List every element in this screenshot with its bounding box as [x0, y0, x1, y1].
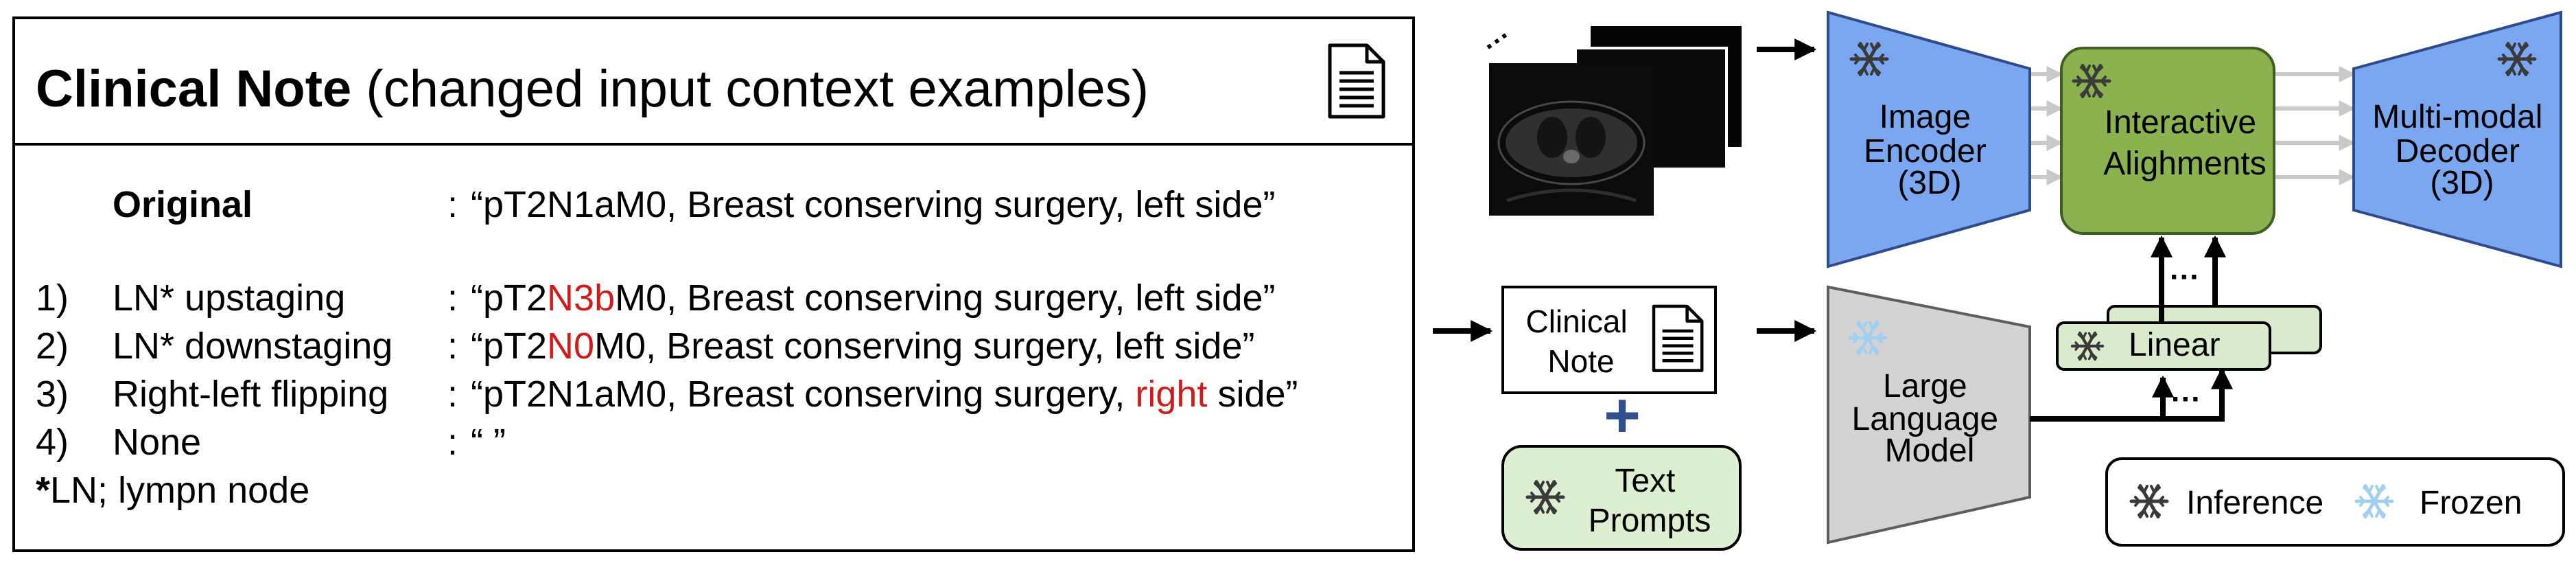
- document-icon: [1330, 45, 1383, 117]
- example-colon: :: [447, 325, 458, 367]
- multimodal-decoder-block: Multi-modal Decoder (3D): [2352, 10, 2562, 268]
- panel-title: Clinical Note (changed input context exa…: [36, 60, 1149, 118]
- example-row-2: 2) LN* downstaging : “pT2N0M0, Breast co…: [36, 325, 1254, 367]
- llm-to-linear-connectors: ···: [2030, 367, 2233, 422]
- example-row-4: 4) None : “ ”: [36, 422, 506, 463]
- example-value: “pT2N1aM0, Breast conserving surgery, ri…: [471, 374, 1298, 415]
- original-label: Original: [113, 184, 253, 225]
- llm-block: Large Language Model: [1827, 285, 2031, 545]
- connector-ellipsis: ···: [2171, 382, 2201, 416]
- stack-ellipsis: ···: [1478, 21, 1518, 61]
- linear-block-stack: Linear: [2056, 305, 2322, 371]
- example-value: “ ”: [471, 422, 506, 463]
- highlight-text: N0: [547, 325, 594, 367]
- text-prompts-label: Text Prompts: [1589, 463, 1711, 539]
- legend-inference-label: Inference: [2186, 485, 2323, 521]
- connector-ellipsis: ···: [2170, 260, 2200, 294]
- linear-to-interactive-connectors: ···: [2151, 235, 2226, 323]
- image-encoder-label: Image Encoder (3D): [1864, 99, 1995, 201]
- example-label: LN* downstaging: [113, 325, 393, 367]
- example-colon: :: [447, 422, 458, 463]
- highlight-text: N3b: [547, 277, 615, 319]
- document-icon: [1654, 306, 1702, 371]
- example-label: None: [113, 422, 201, 463]
- decoder-label: Multi-modal Decoder (3D): [2372, 99, 2551, 201]
- example-colon: :: [447, 374, 458, 415]
- clinical-note-panel: Clinical Note (changed input context exa…: [12, 16, 1415, 552]
- legend: Inference Frozen: [2105, 457, 2565, 547]
- legend-frozen-label: Frozen: [2420, 485, 2522, 521]
- example-number: 2): [36, 325, 69, 367]
- example-number: 1): [36, 277, 69, 319]
- original-value: “pT2N1aM0, Breast conserving surgery, le…: [471, 184, 1275, 225]
- example-label: Right-left flipping: [113, 374, 388, 415]
- example-row-1: 1) LN* upstaging : “pT2N3bM0, Breast con…: [36, 277, 1276, 319]
- example-number: 4): [36, 422, 69, 463]
- example-value: “pT2N0M0, Breast conserving surgery, lef…: [471, 325, 1254, 367]
- example-value: “pT2N3bM0, Breast conserving surgery, le…: [471, 277, 1276, 319]
- clinical-note-box-label: Clinical Note: [1525, 304, 1636, 379]
- text-prompts-box: Text Prompts: [1501, 445, 1742, 551]
- plus-sign: +: [1604, 380, 1641, 450]
- clinical-note-box: Clinical Note: [1501, 286, 1717, 394]
- highlight-text: right: [1135, 374, 1207, 415]
- interactive-alignments-block: Interactive Alighments: [2060, 47, 2275, 235]
- linear-label: Linear: [2129, 327, 2220, 363]
- llm-label: Large Language Model: [1852, 368, 2008, 469]
- example-row-3: 3) Right-left flipping : “pT2N1aM0, Brea…: [36, 374, 1298, 415]
- feature-connectors: [2030, 66, 2356, 185]
- example-number: 3): [36, 374, 69, 415]
- footnote: *LN; lympn node: [36, 470, 309, 511]
- ct-scan-stack: ···: [1478, 21, 1742, 216]
- interactive-alignments-label: Interactive Alighments: [2103, 104, 2266, 182]
- image-encoder-block: Image Encoder (3D): [1827, 10, 2031, 268]
- original-colon: :: [447, 184, 458, 225]
- example-colon: :: [447, 277, 458, 319]
- example-label: LN* upstaging: [113, 277, 345, 319]
